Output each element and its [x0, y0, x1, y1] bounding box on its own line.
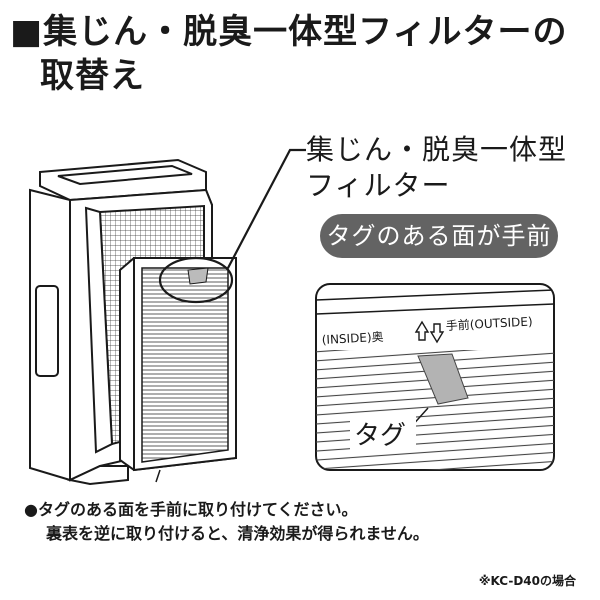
arrow-down-icon — [429, 323, 445, 344]
page-title: ■集じん・脱臭一体型フィルターの 取替え — [10, 10, 567, 98]
instruction-note: ●タグのある面を手前に取り付けてください。 裏表を逆に取り付けると、清浄効果が得… — [24, 498, 429, 546]
zoom-panel: (INSIDE)奥 手前(OUTSIDE) タグ — [315, 283, 555, 471]
model-note: ※KC-D40の場合 — [478, 574, 576, 588]
filter-callout-label: 集じん・脱臭一体型 フィルター — [306, 132, 567, 204]
note-line-2: 裏表を逆に取り付けると、清浄効果が得られません。 — [46, 524, 429, 543]
inside-label: (INSIDE)奥 — [321, 330, 384, 347]
title-line-2: 取替え — [40, 56, 145, 96]
callout-leader — [158, 148, 306, 304]
outside-label: 手前(OUTSIDE) — [445, 313, 533, 333]
tag-label: タグ — [354, 421, 406, 451]
callout-line-1: 集じん・脱臭一体型 — [306, 133, 568, 166]
callout-line-2: フィルター — [306, 169, 451, 202]
arrow-up-icon — [414, 320, 430, 341]
note-line-1: ●タグのある面を手前に取り付けてください。 — [24, 500, 358, 519]
tag-side-front-badge: タグのある面が手前 — [320, 214, 558, 258]
title-line-1: ■集じん・脱臭一体型フィルターの — [10, 12, 568, 52]
filter-panel — [119, 257, 237, 483]
